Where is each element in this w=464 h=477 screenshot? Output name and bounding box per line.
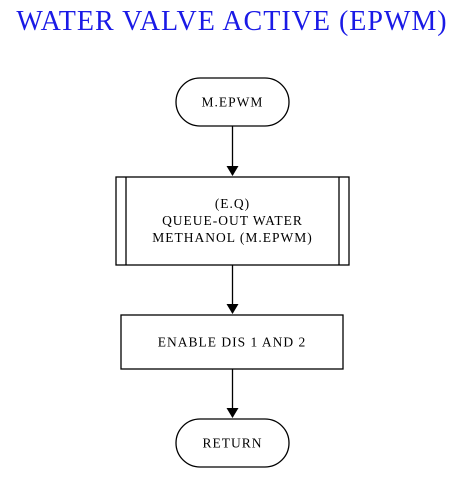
start-label: M.EPWM — [202, 95, 264, 110]
process-box — [120, 314, 344, 370]
diagram-title: WATER VALVE ACTIVE (EPWM) — [16, 6, 448, 37]
subroutine-label-line-3: METHANOL (M.EPWM) — [152, 230, 312, 245]
process-label: ENABLE DIS 1 AND 2 — [158, 335, 307, 350]
end-label: RETURN — [203, 436, 263, 451]
subroutine-label-line-1: (E.Q) — [215, 196, 250, 211]
end-terminator — [175, 418, 290, 468]
subroutine-label-line-2: QUEUE-OUT WATER — [162, 213, 303, 228]
